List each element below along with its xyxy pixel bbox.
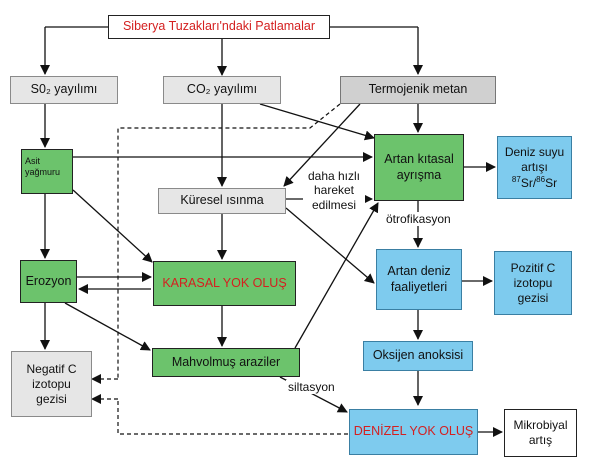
- node-oxygen-anoxia: Oksijen anoksisi: [363, 341, 473, 371]
- node-continental-weathering: Artan kıtasal ayrışma: [374, 134, 464, 201]
- seawater-sr-label: Deniz suyu artışı: [504, 144, 565, 174]
- node-marine-extinction: DENİZEL YOK OLUŞ: [349, 409, 478, 455]
- node-erosion: Erozyon: [20, 260, 77, 303]
- node-seawater-sr-increase: Deniz suyu artışı 87Sr/86Sr: [497, 136, 572, 199]
- node-marine-productivity: Artan deniz faaliyetleri: [376, 249, 462, 310]
- node-positive-c-isotope: Pozitif C izotopu gezisi: [494, 251, 572, 315]
- node-siberian-eruptions: Siberya Tuzakları'ndaki Patlamalar: [108, 15, 330, 39]
- sr-isotope-ratio: 87Sr/86Sr: [511, 174, 558, 190]
- node-devastated-land: Mahvolmuş araziler: [152, 348, 300, 377]
- node-thermogenic-methane: Termojenik metan: [340, 76, 496, 104]
- node-global-warming: Küresel ısınma: [158, 188, 286, 214]
- edge-label-eutrophication: ötrofikasyon: [384, 212, 453, 227]
- node-co2-release: CO₂ yayılımı: [163, 76, 281, 104]
- node-so2-release: S0₂ yayılımı: [10, 76, 118, 104]
- node-acid-rain: Asit yağmuru: [21, 149, 73, 194]
- edge-label-faster-movement: daha hızlı hareket edilmesi: [303, 169, 365, 213]
- node-terrestrial-extinction: KARASAL YOK OLUŞ: [153, 261, 296, 306]
- node-microbial-increase: Mikrobiyal artış: [504, 409, 577, 457]
- node-negative-c-isotope: Negatif C izotopu gezisi: [11, 351, 92, 417]
- edge-label-siltation: siltasyon: [286, 380, 337, 395]
